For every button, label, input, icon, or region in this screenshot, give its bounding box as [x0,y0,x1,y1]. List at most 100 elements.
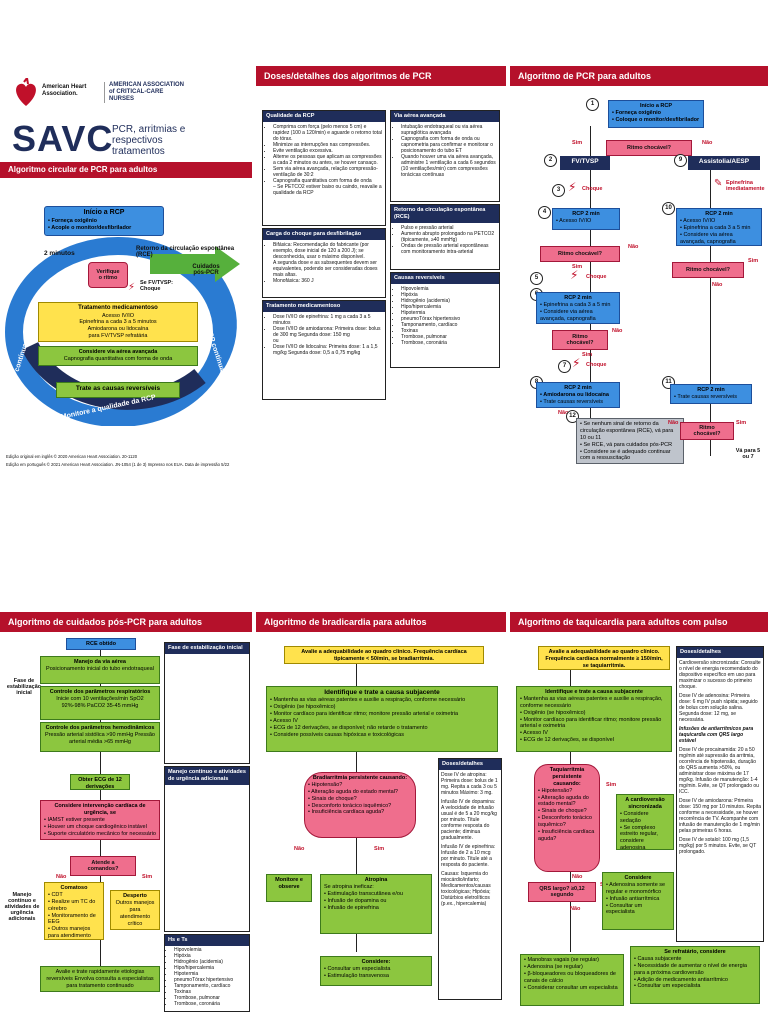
shock-energy-title: Carga do choque para desfibrilação [263,229,385,240]
vagal-item: • Adenosina (se regular) [524,963,583,970]
shock-bolt-icon: ⚡ [128,282,136,293]
phase2-label: Manejo contínuo e atividades de urgência… [4,892,40,922]
comatose-item: • Realize um TC do cérebro [48,898,96,912]
shock-energy-item: Bifásica: Recomendação do fabricante (po… [273,242,382,260]
verify-rhythm-diamond: Verifique o ritmo [88,262,128,288]
airway-mgmt-line: Posicionamento inicial do tubo endotraqu… [46,665,154,672]
reversible-causes-box: Causas reversíveis Hipovolemia Hipóxia H… [390,272,500,368]
tachy-assess-text: Avalie a adequabilidade ao quadro clínic… [545,649,663,669]
identify-item: • Considere possíveis causas hipóxicas e… [270,731,404,738]
refractory-item: • Consultar um especialista [634,983,701,990]
no-label: Não [570,906,581,912]
no-label: Não [572,874,583,880]
footer-line-1: Edição original em inglês © 2020 America… [6,454,138,459]
vagal-item: • Considerar consultar um especialista [524,984,618,991]
rcp2-title: RCP 2 min [705,211,733,217]
drug-therapy-item: Dose IV/IO de lidocaína: Primeira dose: … [273,344,382,356]
tachy-persist-item: • Sinais de choque? [538,808,587,815]
side-box-1: Fase de estabilização inicial [164,642,250,764]
section-band: Algoritmo de taquicardia para adultos co… [510,612,768,632]
shock-energy-box: Carga do choque para desfibrilação Bifás… [262,228,386,298]
airway-mgmt-box: Manejo da via aérea Posicionamento inici… [40,656,160,684]
refractory-title: Se refratário, considere [664,949,726,955]
yes-label: Sim [374,846,385,852]
connector [590,126,591,426]
panel-post-arrest: Algoritmo de cuidados pós-PCR para adult… [0,612,252,1024]
drug-line-2: Epinefrina a cada 3 a 5 minutos [79,319,157,326]
yes-label: Sim [582,352,593,358]
persist-box: Bradiarritmia persistente causando: • Hi… [304,772,416,838]
identify-title: Identifique e trate a causa subjacente [324,689,440,696]
step-2: 2 [544,154,557,167]
cause-item: Hipotermia [401,310,496,316]
atropine-box: Atropina Se atropina ineficaz: • Estimul… [320,874,432,934]
cause-item: pneumoTórax hipertensivo [174,977,247,983]
dose-item: Infusão IV de epinefrina: Infusão de 2 a… [441,843,496,868]
shock-bolt-icon: ⚡ [572,356,581,370]
tachy-dose-item: Dose IV de sotalol: 100 mg (1,5 mg/kg) p… [679,836,757,855]
shock-label: Choque [586,362,607,368]
vf-pvt-text: FV/TVSP [571,158,599,165]
step12-box: • Se nenhum sinal de retorno da circulaç… [576,418,684,464]
rosc-label: Retorno da circulação espontânea (RCE) [136,246,235,258]
cath-box: Considere intervenção cardíaca de urgênc… [40,800,160,840]
drug-therapy-title: Tratamento medicamentoso [263,301,385,312]
start-item-monitor: • Acople o monitor/desfibrilador [48,224,132,231]
step10-item: • Acesso IV/IO [680,217,716,224]
no-label: Não [558,410,569,416]
step1-box: Início a RCP • Forneça oxigênio • Coloqu… [608,100,704,128]
quality-title: Qualidade da RCP [263,111,385,122]
quality-item: Minimize as interrupções nas compressões… [273,142,382,148]
airway-title: Considere via aérea avançada [78,349,158,355]
step12-item: • Se RCE, vá para cuidados pós-PCR [580,441,673,448]
tachy-dose-item: Dose IV de procainamida: 20 a 50 mg/min … [679,746,759,795]
section-band: Doses/detalhes dos algoritmos de PCR [256,66,506,86]
drug-line-3: Amiodarona ou lidocaína [87,326,149,333]
drug-box: Tratamento medicamentoso Acesso IV/IO Ep… [38,302,198,342]
step-5: 5 [530,272,543,285]
no-label: Não [612,328,623,334]
persist-item: • Desconforto torácico isquêmico? [308,802,392,809]
shock-label: Choque [582,186,603,192]
tachy-dose-item: Dose IV de adenosina: Primeira dose: 6 m… [679,692,758,723]
tachy-consider-title: Considere [624,875,652,881]
tachy-dose-item: Dose IV de amiodarona: Primeira dose: 15… [679,797,761,834]
drug-therapy-box: Tratamento medicamentoso Dose IV/IO de e… [262,300,386,400]
tachy-identify-item: • Oxigênio (se hipoxêmico) [520,709,586,716]
awake-title: Desperto [123,893,147,899]
tachy-persist-title: Taquiarritmia persistente causando: [549,767,585,787]
tachy-persist-item: • Insuficiência cardíaca aguda? [538,828,595,842]
hemo-title: Controle dos parâmetros hemodinâmicos [45,725,155,731]
tachy-persist-box: Taquiarritmia persistente causando: • Hi… [534,764,600,872]
shock-energy-item: A segunda dose e as subsequentes devem s… [273,259,378,278]
rce-text: RCE obtido [86,641,116,647]
rhythm-q-text: Ritmo chocável? [693,425,721,437]
follow-commands-text: Atende a comandos? [87,860,119,872]
tachy-consider-item: • Adenosina somente se regular e monomór… [606,881,666,895]
tachy-persist-item: • Hipotensão? [538,787,573,794]
drug-therapy-item: Dose IV/IO de amiodarona: Primeira dose:… [273,326,382,338]
cath-item: • IAMST estiver presente [44,816,105,823]
hs-ts-box: Hs e Ts Hipovolemia Hipóxia Hidrogênio (… [164,934,250,1012]
awake-box: Desperto Outros manejos para atendimento… [110,890,160,930]
step4-box: RCP 2 min • Acesso IV/IO [552,208,620,230]
no-label: Não [294,846,305,852]
cath-title: Considere intervenção cardíaca de urgênc… [54,803,146,816]
tachy-doses-title: Doses/detalhes [677,647,763,658]
cause-item: Tamponamento, cardíaco [174,983,247,989]
consider-box: Considere: • Consultar um especialista •… [320,956,432,986]
syringe-icon: ✎ [714,178,723,189]
asystole-text: Assistolia/AESP [698,158,750,165]
shock-label: Se FV/TVSP: Choque [140,280,174,292]
cause-item: Toxinas [174,989,247,995]
section-band: Algoritmo circular de PCR para adultos [0,162,252,178]
side-box-2: Manejo contínuo e atividades de urgência… [164,766,250,932]
yes-label: Sim [572,264,583,270]
panel-cpr-algorithm: Algoritmo de PCR para adultos 1 Início a… [510,66,768,474]
rhythm-q-text: Ritmo chocável? [557,251,602,257]
cause-item: Hipotermia [174,971,247,977]
comatose-item: • Monitoramento de EEG [48,912,96,926]
step8-item: • Trate causas reversíveis [540,398,604,405]
tachy-doses-box: Doses/detalhes Cardioversão sincronizada… [676,646,764,942]
brady-doses-box: Doses/detalhes Dose IV de atropina: Prim… [438,758,502,1000]
